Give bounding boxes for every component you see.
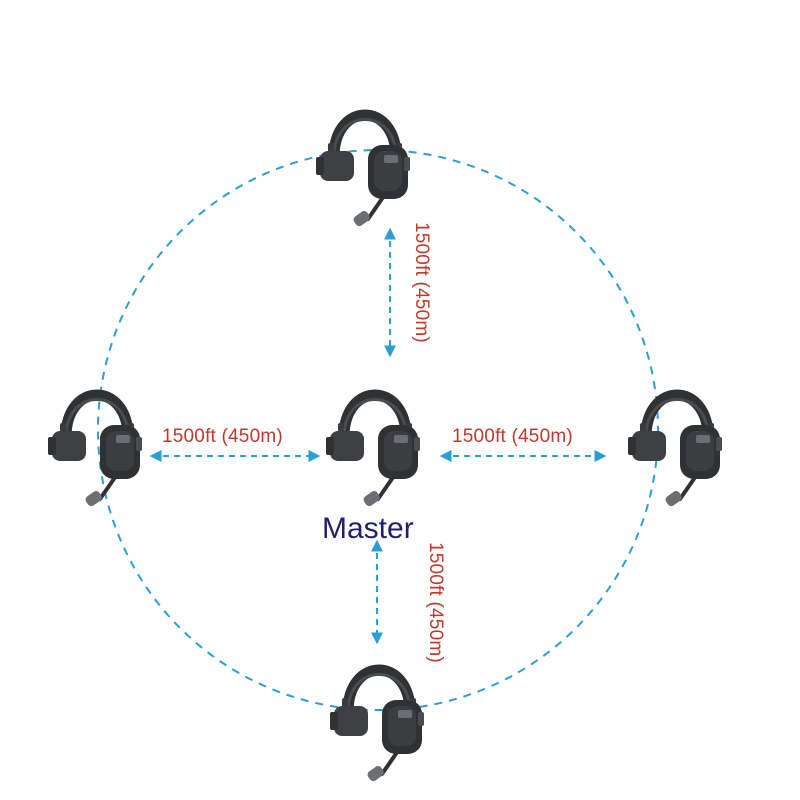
distance-label-bottom: 1500ft (450m) [425,542,446,663]
distance-label-left: 1500ft (450m) [162,426,283,447]
distance-label-right: 1500ft (450m) [452,426,573,447]
headset-icon-master [326,395,420,508]
headset-icon-right [628,395,722,508]
headset-icon-left [48,395,142,508]
headset-icon-bottom [330,670,424,783]
distance-label-top: 1500ft (450m) [411,222,432,343]
master-label: Master [322,512,414,545]
range-circle [97,149,659,711]
headset-icon-top [316,115,410,228]
